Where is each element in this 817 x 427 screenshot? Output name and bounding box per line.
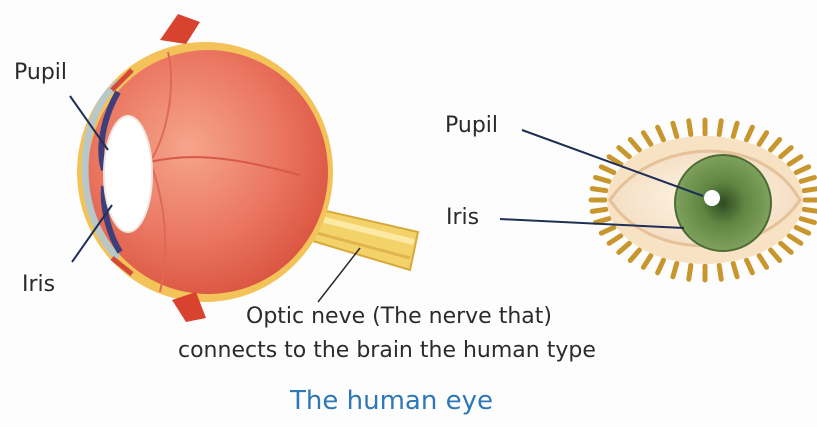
eyelash: [796, 227, 809, 233]
right-pupil-label: Pupil: [445, 113, 498, 139]
optic-nerve-caption-line2: connects to the brain the human type: [178, 337, 596, 365]
eyelash: [733, 123, 737, 137]
eyelash: [601, 167, 614, 173]
eyelash: [596, 219, 610, 223]
eyeball-cross-section: [70, 14, 418, 322]
eyelash: [771, 140, 780, 151]
eyelash: [643, 133, 651, 145]
eyelash: [759, 256, 767, 268]
eyelash: [796, 167, 809, 173]
eye-front-view: [500, 120, 817, 280]
eyelash: [630, 140, 639, 151]
eyelash: [592, 189, 606, 191]
eyelash: [596, 178, 610, 182]
eyelash: [630, 250, 639, 261]
pupil-dot: [704, 190, 720, 206]
right-iris-label: Iris: [446, 205, 479, 231]
eyelash: [619, 148, 630, 157]
eyelash: [673, 263, 677, 277]
eyelash: [658, 260, 664, 273]
eyelash: [759, 133, 767, 145]
eyelash: [789, 157, 801, 165]
left-iris-label: Iris: [22, 272, 55, 298]
iris-disc: [675, 155, 771, 251]
eyelash: [658, 127, 664, 140]
eyelash: [733, 263, 737, 277]
eyelash: [592, 209, 606, 211]
eyelash: [643, 256, 651, 268]
eyelash: [804, 209, 817, 211]
eyelash: [801, 219, 815, 223]
eyelash: [719, 121, 721, 135]
eyelash: [747, 260, 753, 273]
optic-nerve-caption-line1: Optic neve (The nerve that): [246, 303, 552, 331]
eyelash: [801, 178, 815, 182]
eyelash: [689, 121, 691, 135]
eyelash: [719, 265, 721, 279]
optic-nerve-pointer: [318, 248, 360, 302]
eyelash: [747, 127, 753, 140]
eyelash: [609, 236, 621, 244]
eyelash: [781, 243, 792, 252]
eyelash: [804, 189, 817, 191]
eyelash: [689, 265, 691, 279]
eyelash: [619, 243, 630, 252]
eyelash: [781, 148, 792, 157]
eyelash: [789, 236, 801, 244]
diagram-title: The human eye: [290, 386, 493, 416]
eyelash: [601, 227, 614, 233]
eyelash: [771, 250, 780, 261]
left-pupil-label: Pupil: [14, 60, 67, 86]
eyelash: [673, 123, 677, 137]
